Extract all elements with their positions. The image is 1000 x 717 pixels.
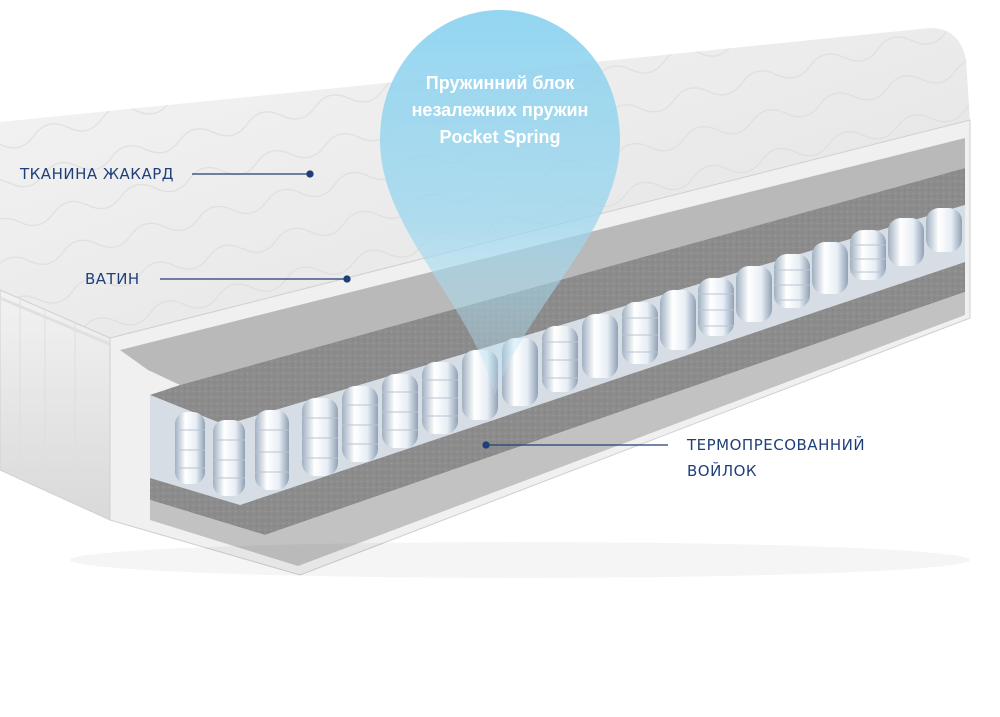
label-felt-line-2: ВОЙЛОК: [687, 462, 758, 480]
callout-line-2: незалежних пружин: [411, 100, 589, 120]
callout-line-3: Pocket Spring: [439, 127, 561, 147]
pocket-spring-callout-bubble: [380, 10, 620, 395]
label-batting: ВАТИН: [85, 270, 140, 288]
label-felt-line-1: ТЕРМОПРЕСОВАННИЙ: [687, 436, 866, 454]
leader-lines: [160, 170, 668, 449]
felt-layer-top: [150, 168, 965, 425]
batting-layer-bottom: [150, 292, 965, 566]
label-jacquard-fabric: ТКАНИНА ЖАКАРД: [20, 165, 174, 183]
callout-line-1: Пружинний блок: [425, 73, 575, 93]
pocket-spring-callout-text: Пружинний блок незалежних пружин Pocket …: [380, 70, 620, 151]
felt-layer-bottom: [150, 262, 965, 535]
